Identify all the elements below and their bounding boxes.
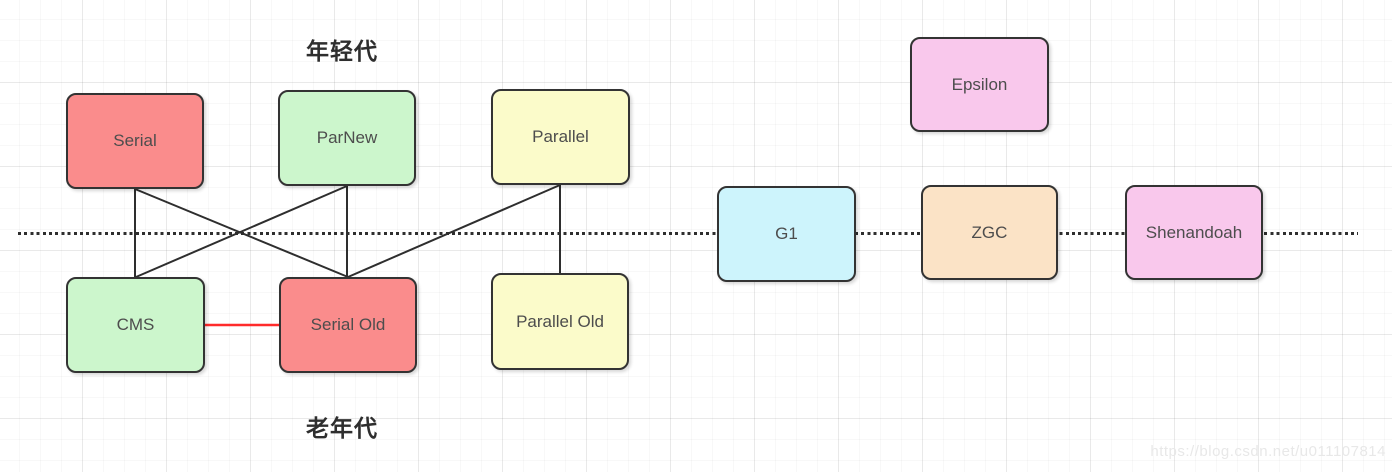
node-parallel: Parallel — [491, 89, 630, 185]
node-cms: CMS — [66, 277, 205, 373]
node-parnew: ParNew — [278, 90, 416, 186]
node-parallel-old: Parallel Old — [491, 273, 629, 370]
node-parallel-label: Parallel — [532, 127, 589, 146]
node-shenandoah-label: Shenandoah — [1145, 222, 1243, 242]
generation-divider-dotted-line — [18, 232, 1358, 235]
csdn-watermark: https://blog.csdn.net/u011107814 — [1150, 443, 1386, 460]
node-parnew-label: ParNew — [316, 128, 378, 147]
connector-parallel-serial-old — [347, 184, 561, 278]
node-epsilon-label: Epsilon — [951, 74, 1008, 94]
node-serial: Serial — [66, 93, 204, 189]
node-zgc: ZGC — [921, 185, 1058, 280]
node-g1: G1 — [717, 186, 856, 282]
node-cms-label: CMS — [116, 315, 155, 334]
node-g1-label: G1 — [775, 224, 798, 243]
node-serial-label: Serial — [113, 131, 157, 150]
node-zgc-label: ZGC — [971, 222, 1008, 242]
young-generation-label: 年轻代 — [306, 38, 378, 64]
node-epsilon: Epsilon — [910, 37, 1049, 132]
node-parallel-old-label: Parallel Old — [516, 311, 604, 331]
node-shenandoah: Shenandoah — [1125, 185, 1263, 280]
node-serial-old: Serial Old — [279, 277, 417, 373]
node-serial-old-label: Serial Old — [310, 315, 386, 334]
old-generation-label: 老年代 — [306, 415, 378, 441]
